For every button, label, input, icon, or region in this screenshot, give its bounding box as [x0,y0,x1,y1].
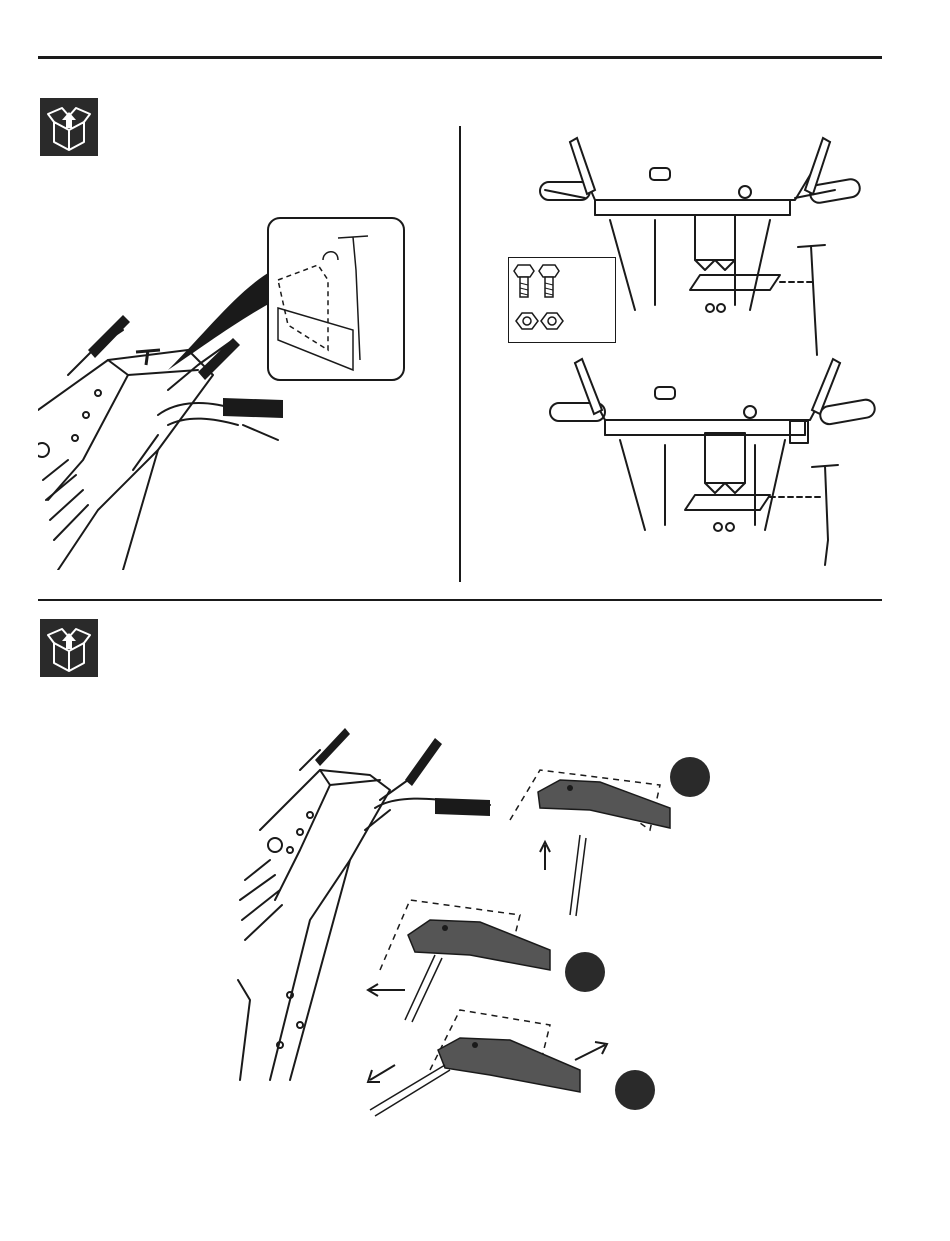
step-marker-1 [670,757,710,797]
control-panel-after-figure [520,355,900,575]
chute-rod-assembly-figure [220,720,690,1120]
rod-step-2 [368,900,550,1022]
top-rule [38,56,882,59]
section-divider-rule [38,599,882,601]
open-box-icon [40,619,98,677]
hardware-kit-inset [508,257,616,343]
step-marker-3 [615,1070,655,1110]
open-box-icon [40,98,98,156]
handle-shift-rod-figure [38,200,458,570]
vertical-divider [459,126,461,582]
nut-icon [516,313,538,329]
rod-step-3 [368,1010,607,1116]
nut-icon [541,313,563,329]
step-marker-2 [565,952,605,992]
bolt-icon [539,265,559,297]
bolt-icon [514,265,534,297]
rod-step-1 [510,770,670,916]
